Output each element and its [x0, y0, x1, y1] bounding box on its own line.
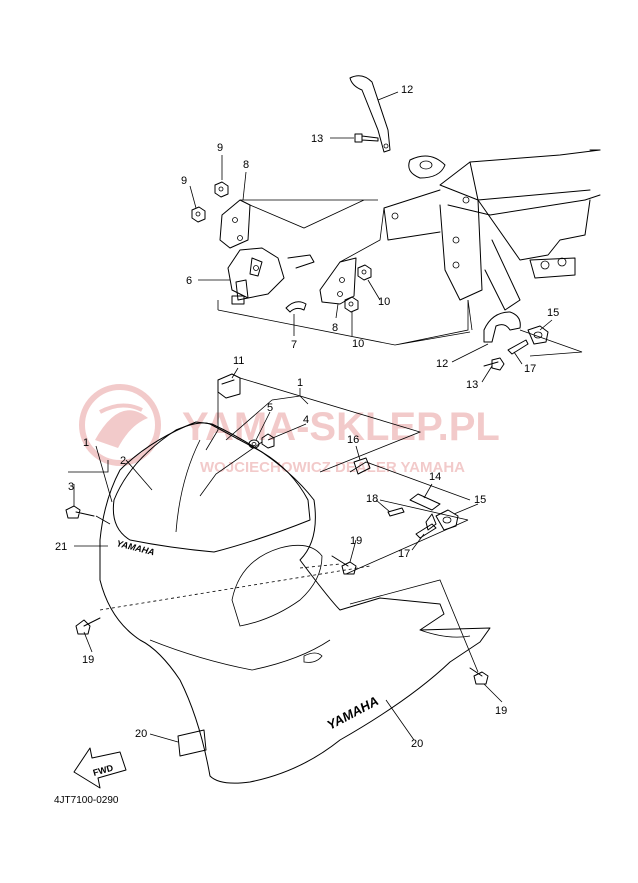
callout-1-lower: 1	[83, 437, 89, 449]
part-4-nut	[261, 433, 275, 449]
part-9-nut-b	[191, 206, 206, 223]
callout-20-left: 20	[135, 728, 147, 740]
callout-20-right: 20	[411, 738, 423, 750]
assembly-lines	[68, 199, 583, 673]
callout-leaders	[73, 91, 553, 743]
part-13-bolt-lower	[483, 357, 505, 371]
part-12-stay-lower	[483, 311, 521, 343]
callout-5: 5	[267, 402, 273, 414]
callout-17-upper: 17	[524, 363, 536, 375]
callout-12-upper: 12	[401, 84, 413, 96]
callout-10-lower: 10	[352, 338, 364, 350]
callout-16: 16	[347, 434, 359, 446]
callout-11: 11	[233, 355, 244, 367]
part-10-nut-a	[357, 264, 372, 281]
watermark-title: YAMA-SKLEP.PL	[182, 405, 500, 449]
fwd-arrow-icon: FWD	[73, 747, 127, 789]
callout-3: 3	[68, 481, 74, 493]
callout-4: 4	[303, 414, 309, 426]
part-3-screw	[65, 505, 95, 519]
callout-14: 14	[429, 471, 441, 483]
callout-15-lower: 15	[474, 494, 486, 506]
callout-18: 18	[366, 493, 378, 505]
frame-assembly	[383, 149, 601, 311]
callout-10-upper: 10	[378, 296, 390, 308]
callout-17-lower: 17	[398, 548, 410, 560]
part-15-grommet-upper	[527, 325, 549, 345]
fairing-logo: YAMAHA	[324, 693, 381, 733]
fwd-label: FWD	[92, 763, 115, 778]
callout-13-upper: 13	[311, 133, 323, 145]
part-13-bolt-upper	[354, 133, 379, 143]
callout-7: 7	[291, 339, 297, 351]
part-20-decal-left	[177, 729, 207, 757]
callout-8-upper: 8	[243, 159, 249, 171]
callout-13-lower: 13	[466, 379, 478, 391]
callout-2: 2	[120, 455, 126, 467]
part-17-clip-lower	[415, 523, 437, 539]
part-9-nut-a	[214, 181, 229, 198]
part-19-screw-b	[75, 617, 101, 635]
callout-15-upper: 15	[547, 307, 559, 319]
callout-19-left: 19	[82, 654, 94, 666]
part-7-clamp	[285, 301, 307, 313]
part-15-grommet-lower	[435, 509, 459, 531]
part-10-nut-b	[344, 296, 359, 313]
callout-19-bottom: 19	[495, 705, 507, 717]
part-6-stay	[227, 247, 315, 305]
watermark-subtitle: WOJCIECHOWICZ DEALER YAMAHA	[200, 459, 465, 476]
callout-numbers: 12 13 9 8 9 6 7 8 10 10 15 12 17 13 11 1…	[55, 84, 559, 750]
callout-9-lower: 9	[181, 175, 187, 187]
part-19-screw-c	[469, 667, 489, 685]
callout-21: 21	[55, 541, 67, 553]
part-17-clip-upper	[507, 339, 529, 355]
callout-1-upper: 1	[297, 377, 303, 389]
part-11-clip	[217, 373, 241, 399]
part-16-collar	[353, 457, 371, 475]
callout-9-upper: 9	[217, 142, 223, 154]
part-12-stay-upper	[349, 75, 391, 153]
callout-6: 6	[186, 275, 192, 287]
part-14-rod	[409, 493, 441, 531]
part-8-bracket-upper	[219, 199, 251, 249]
callout-8-lower: 8	[332, 322, 338, 334]
callout-19-right: 19	[350, 535, 362, 547]
diagram-code: 4JT7100-0290	[54, 795, 119, 806]
watermark-logo-icon	[79, 384, 161, 466]
watermark: YAMA-SKLEP.PL WOJCIECHOWICZ DEALER YAMAH…	[79, 384, 500, 476]
callout-12-lower: 12	[436, 358, 448, 370]
part-18-pin	[387, 507, 405, 517]
